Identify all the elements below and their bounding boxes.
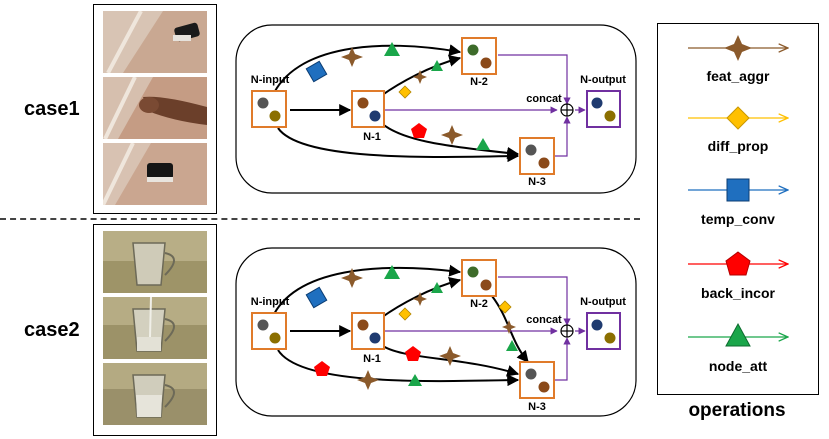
node-input-label: N-input bbox=[251, 296, 290, 308]
feat-aggr-marker bbox=[357, 370, 379, 390]
concat-edge-n3 bbox=[555, 116, 571, 157]
node-input-label: N-input bbox=[251, 74, 290, 86]
legend-back-incor-symbol bbox=[688, 251, 788, 276]
case1-frame-2 bbox=[103, 77, 207, 139]
concat-edge-n2 bbox=[498, 276, 571, 326]
back-incor-marker bbox=[314, 361, 330, 376]
legend-diff-prop-symbol bbox=[688, 106, 788, 130]
concat-label: concat bbox=[526, 93, 562, 105]
node-n1-label: N-1 bbox=[363, 131, 381, 143]
case1-frames bbox=[93, 4, 217, 214]
edge-input-n2 bbox=[271, 264, 462, 319]
diff-prop-marker bbox=[398, 307, 412, 321]
legend-feat-aggr-label: feat_aggr bbox=[706, 68, 770, 84]
concat-label: concat bbox=[526, 314, 562, 326]
legend-symbols bbox=[688, 35, 818, 347]
case2-frames bbox=[93, 224, 217, 436]
node-output-label: N-output bbox=[580, 296, 626, 308]
node-input bbox=[251, 90, 287, 128]
case1-frame-1 bbox=[103, 11, 207, 73]
node-n3 bbox=[519, 361, 555, 399]
node-output bbox=[586, 312, 621, 350]
node-att-marker bbox=[431, 282, 443, 293]
node-att-marker bbox=[384, 265, 400, 279]
legend-temp-conv-label: temp_conv bbox=[701, 211, 775, 227]
feat-aggr-marker bbox=[439, 346, 461, 366]
concat-edge-n2 bbox=[498, 54, 571, 105]
feat-aggr-marker bbox=[413, 292, 427, 306]
case-divider bbox=[0, 218, 640, 220]
node-output-label: N-output bbox=[580, 74, 626, 86]
temp-conv-marker bbox=[305, 286, 328, 309]
graph-case1: concat N-input N-1 N-2 bbox=[235, 24, 637, 194]
node-n2-label: N-2 bbox=[470, 298, 488, 310]
diff-prop-marker bbox=[398, 85, 412, 99]
case1-frame-3 bbox=[103, 143, 207, 205]
graph-case2-frame bbox=[235, 247, 637, 417]
node-att-marker bbox=[408, 374, 422, 386]
concat-edge-n3 bbox=[555, 337, 571, 381]
feat-aggr-marker bbox=[441, 125, 463, 145]
edge-n1-n3 bbox=[379, 343, 520, 377]
case2-frame-2 bbox=[103, 297, 207, 359]
node-input bbox=[251, 312, 287, 350]
node-n3-label: N-3 bbox=[528, 176, 546, 188]
legend-node-att-symbol bbox=[688, 322, 788, 347]
graph-case1-frame bbox=[235, 24, 637, 194]
legend-diff-prop-label: diff_prop bbox=[707, 138, 769, 154]
back-incor-marker bbox=[405, 346, 421, 361]
node-n3-label: N-3 bbox=[528, 401, 546, 413]
node-att-marker bbox=[431, 60, 443, 71]
edge-input-n3 bbox=[277, 127, 520, 163]
temp-conv-marker bbox=[305, 60, 328, 83]
feat-aggr-marker bbox=[341, 268, 363, 288]
graph-diagrams: concat N-input N-1 N-2 bbox=[235, 24, 637, 417]
graph-case2: concat N-input N-1 N- bbox=[235, 247, 637, 417]
case2-frame-1 bbox=[103, 231, 207, 293]
node-n3 bbox=[519, 137, 555, 175]
legend-temp-conv-symbol bbox=[688, 178, 788, 202]
node-n1 bbox=[351, 312, 385, 350]
diff-prop-marker bbox=[498, 300, 512, 314]
concat-symbol bbox=[560, 324, 574, 338]
feat-aggr-marker bbox=[413, 70, 427, 84]
node-n2-label: N-2 bbox=[470, 76, 488, 88]
node-att-marker bbox=[506, 340, 518, 351]
feat-aggr-marker bbox=[341, 47, 363, 67]
legend-back-incor-label: back_incor bbox=[701, 285, 775, 301]
node-n2 bbox=[461, 37, 497, 75]
node-output bbox=[586, 90, 621, 128]
concat-symbol bbox=[560, 103, 574, 117]
node-n2 bbox=[461, 259, 497, 297]
legend-node-att-label: node_att bbox=[708, 358, 768, 374]
back-incor-marker bbox=[411, 123, 427, 138]
node-n1-label: N-1 bbox=[363, 353, 381, 365]
operations-legend: feat_aggr diff_prop temp_conv back_incor… bbox=[657, 23, 819, 395]
operations-title: operations bbox=[688, 400, 786, 421]
edge-n1-n3 bbox=[379, 121, 520, 159]
node-n1 bbox=[351, 90, 385, 128]
case1-label: case1 bbox=[24, 98, 80, 120]
case2-frame-3 bbox=[103, 363, 207, 425]
case2-label: case2 bbox=[24, 319, 80, 341]
feat-aggr-marker bbox=[502, 320, 516, 334]
edge-input-n2 bbox=[271, 44, 462, 98]
legend-feat-aggr-symbol bbox=[688, 35, 788, 61]
node-att-marker bbox=[476, 138, 490, 150]
node-att-marker bbox=[384, 42, 400, 56]
